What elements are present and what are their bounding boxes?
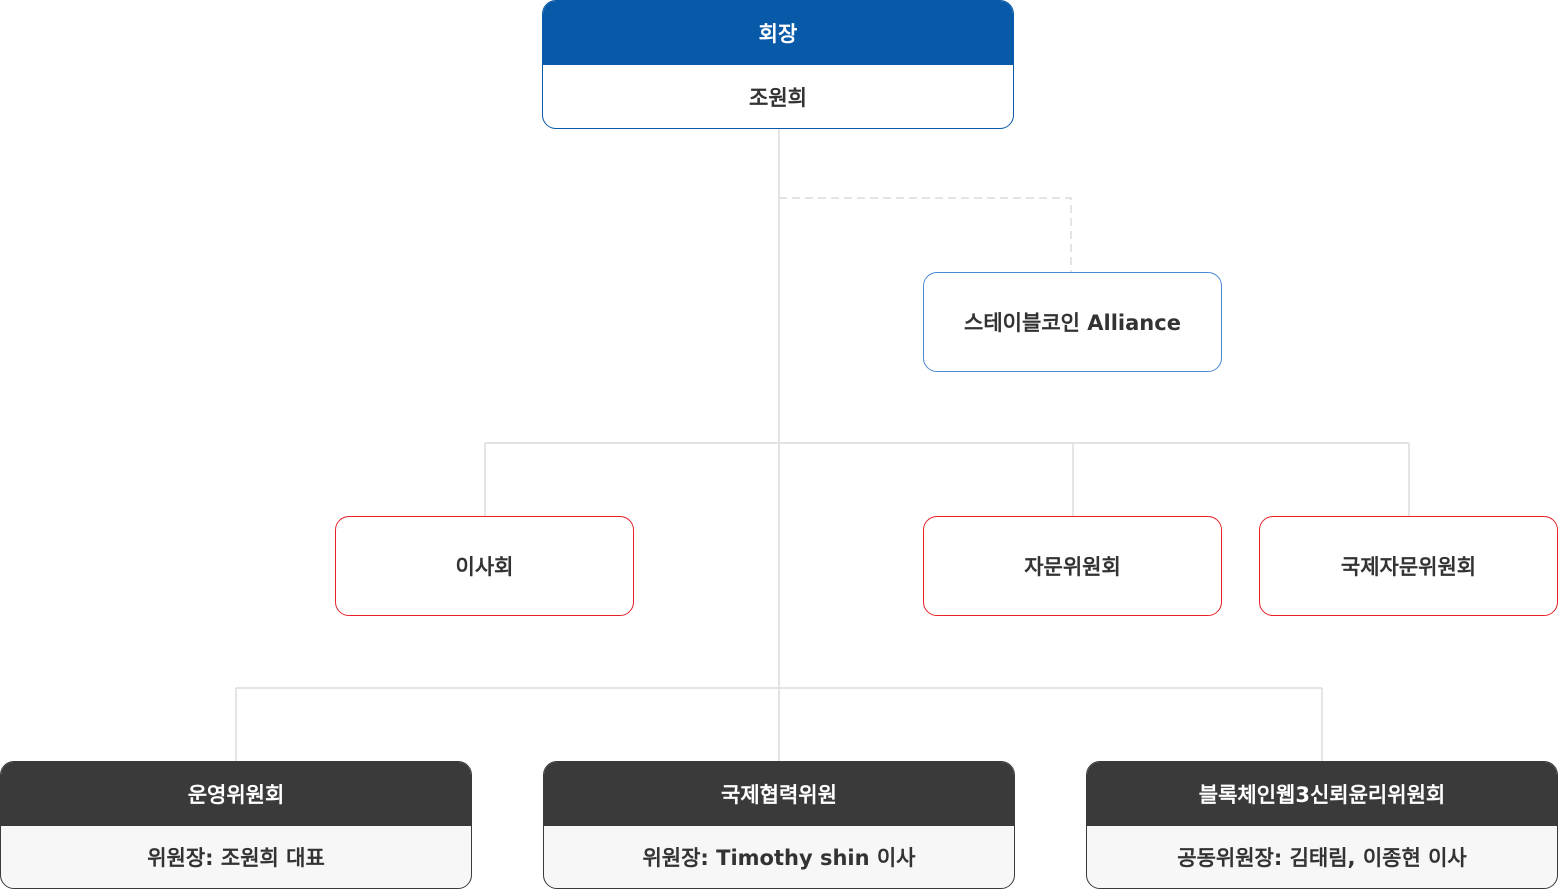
intl-cooperation-committee-card: 국제협력위원 위원장: Timothy shin 이사 [543, 761, 1015, 889]
committee-title: 운영위원회 [1, 762, 471, 826]
committee-title: 블록체인웹3신뢰윤리위원회 [1087, 762, 1557, 826]
operations-committee-card: 운영위원회 위원장: 조원희 대표 [0, 761, 472, 889]
chairman-title: 회장 [543, 1, 1013, 65]
advisory-committee-label: 자문위원회 [1024, 555, 1121, 579]
board-box: 이사회 [335, 516, 634, 616]
chairman-card: 회장 조원희 [542, 0, 1014, 129]
committee-chair: 위원장: 조원희 대표 [147, 846, 325, 870]
alliance-label: 스테이블코인 Alliance [964, 311, 1181, 335]
intl-advisory-committee-label: 국제자문위원회 [1340, 555, 1477, 579]
alliance-dashed-connector [779, 197, 1072, 272]
board-label: 이사회 [455, 555, 514, 579]
ethics-committee-card: 블록체인웹3신뢰윤리위원회 공동위원장: 김태림, 이종현 이사 [1086, 761, 1558, 889]
advisory-committee-box: 자문위원회 [923, 516, 1222, 616]
committee-chair: 위원장: Timothy shin 이사 [642, 846, 916, 870]
committee-chair: 공동위원장: 김태림, 이종현 이사 [1177, 846, 1467, 870]
chairman-name: 조원희 [749, 85, 807, 110]
alliance-box: 스테이블코인 Alliance [923, 272, 1222, 372]
committee-title: 국제협력위원 [544, 762, 1014, 826]
intl-advisory-committee-box: 국제자문위원회 [1259, 516, 1558, 616]
